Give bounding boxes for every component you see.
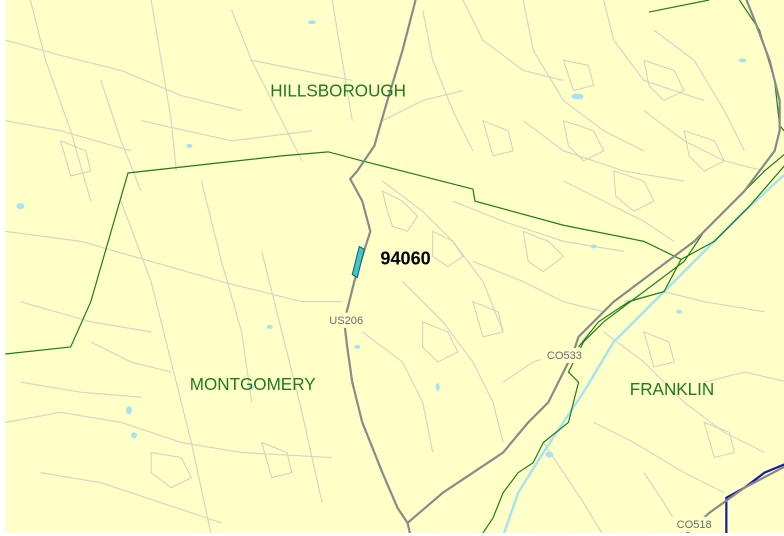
label-montgomery: MONTGOMERY [190,375,316,394]
label-site-id: 94060 [380,248,430,268]
map-canvas[interactable]: US206 CO533 CO518 HILLSBOROUGH MONTGOMER… [5,0,784,533]
us206-road [343,0,417,533]
local-streets [5,0,784,533]
project-site-marker[interactable] [351,245,365,279]
co518-shield: CO518 [670,516,719,532]
map-frame: US206 CO533 CO518 HILLSBOROUGH MONTGOMER… [5,0,784,533]
svg-text:CO533: CO533 [547,350,582,362]
co533-road [406,0,781,524]
svg-text:US206: US206 [329,315,363,327]
co533-shield: CO533 [541,347,588,364]
municipal-boundaries [5,0,784,533]
us206-shield: US206 [324,312,369,328]
label-franklin: FRANKLIN [630,380,714,399]
land-area [5,0,784,533]
subdivision-streets [59,59,735,489]
label-hillsborough: HILLSBOROUGH [270,82,406,101]
svg-text:CO518: CO518 [677,519,712,531]
ponds [16,20,747,458]
